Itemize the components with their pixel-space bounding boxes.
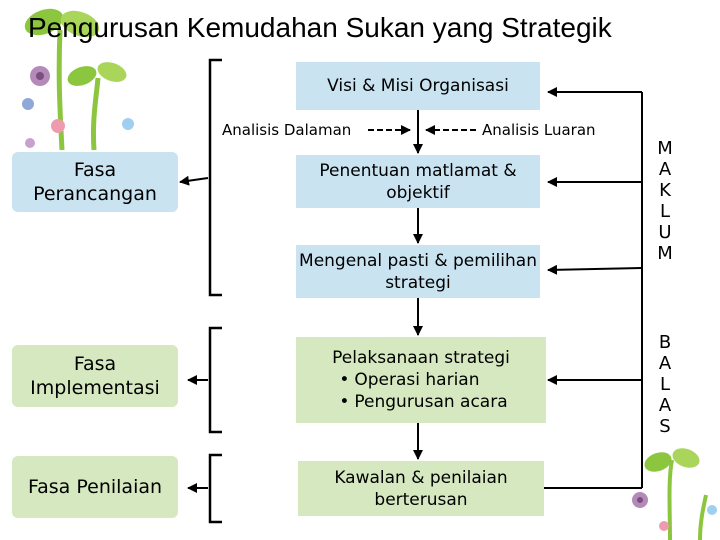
- pelaksanaan-item: Pengurusan acara: [334, 391, 507, 413]
- phase-arrows: [180, 178, 208, 488]
- maklum-letter: K: [659, 180, 671, 201]
- balas-letter: S: [659, 416, 670, 437]
- plant-bottom-right-decoration: [632, 445, 717, 540]
- maklum-letter: M: [657, 138, 673, 159]
- pelaksanaan-list: Operasi harian Pengurusan acara: [334, 369, 507, 413]
- balas-letter: B: [659, 332, 671, 353]
- step-pelaksanaan-strategi: Pelaksanaan strategi Operasi harian Peng…: [296, 337, 546, 423]
- maklum-letter: L: [660, 201, 670, 222]
- step-pemilihan-strategi: Mengenal pasti & pemilihan strategi: [296, 245, 540, 298]
- maklum-letter: M: [657, 243, 673, 264]
- phase-penilaian: Fasa Penilaian: [12, 456, 178, 518]
- analisis-luaran-label: Analisis Luaran: [482, 121, 596, 139]
- pelaksanaan-item: Operasi harian: [334, 369, 507, 391]
- balas-letter: A: [659, 395, 671, 416]
- page-title: Pengurusan Kemudahan Sukan yang Strategi…: [28, 12, 612, 44]
- phase-brackets: [210, 60, 222, 522]
- feedback-loop: [544, 92, 642, 488]
- pelaksanaan-heading: Pelaksanaan strategi: [332, 347, 510, 369]
- step-kawalan-penilaian: Kawalan & penilaian berterusan: [298, 461, 544, 516]
- maklum-letter: U: [658, 222, 671, 243]
- balas-vertical-text: B A L A S: [653, 332, 677, 437]
- analisis-dalaman-label: Analisis Dalaman: [222, 121, 351, 139]
- maklum-letter: A: [659, 159, 671, 180]
- step-visi-misi: Visi & Misi Organisasi: [296, 62, 540, 110]
- balas-letter: L: [660, 374, 670, 395]
- step-matlamat-objektif: Penentuan matlamat & objektif: [296, 155, 540, 208]
- phase-implementasi: Fasa Implementasi: [12, 345, 178, 407]
- maklum-vertical-text: M A K L U M: [653, 138, 677, 264]
- phase-perancangan: Fasa Perancangan: [12, 152, 178, 212]
- balas-letter: A: [659, 353, 671, 374]
